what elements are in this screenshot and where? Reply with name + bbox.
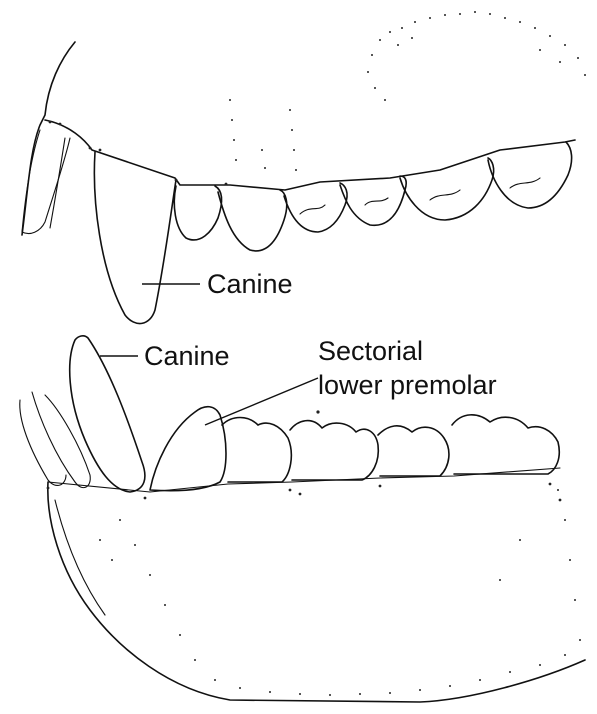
lower-molar: [378, 426, 449, 476]
upper-premolar: [218, 190, 287, 251]
lower-jaw: [20, 336, 585, 702]
upper-jaw: [22, 42, 575, 324]
leader-sectorial-premolar: [205, 378, 318, 425]
upper-premolar: [174, 186, 221, 240]
mandible-inner: [55, 500, 105, 615]
upper-stipple: [49, 11, 586, 185]
sectorial-label-line1: Sectorial: [318, 336, 423, 366]
upper-incisor: [22, 130, 70, 234]
upper-molar: [488, 142, 572, 208]
lower-canine-label: Canine: [144, 341, 230, 371]
lower-canine-tooth: [70, 336, 145, 492]
sectorial-premolar-tooth: [150, 407, 226, 491]
upper-canine-tooth: [94, 152, 176, 324]
lower-stipple: [47, 410, 581, 696]
lower-incisor: [32, 392, 90, 488]
upper-molar: [340, 176, 406, 225]
upper-molar-cusps: [300, 178, 540, 214]
upper-canine-label: Canine: [207, 269, 293, 299]
upper-molar: [284, 183, 347, 232]
mandible-outline: [48, 482, 585, 702]
sectorial-label-line2: lower premolar: [318, 370, 497, 400]
label-upper-canine: Canine: [142, 269, 293, 299]
label-sectorial-premolar: Sectorial lower premolar: [205, 336, 497, 425]
upper-incisor: [50, 138, 65, 228]
upper-jaw-outline: [22, 42, 575, 235]
lower-molar: [290, 421, 378, 480]
lower-molar: [452, 415, 559, 474]
label-lower-canine: Canine: [100, 341, 230, 371]
lower-premolar: [222, 418, 291, 483]
